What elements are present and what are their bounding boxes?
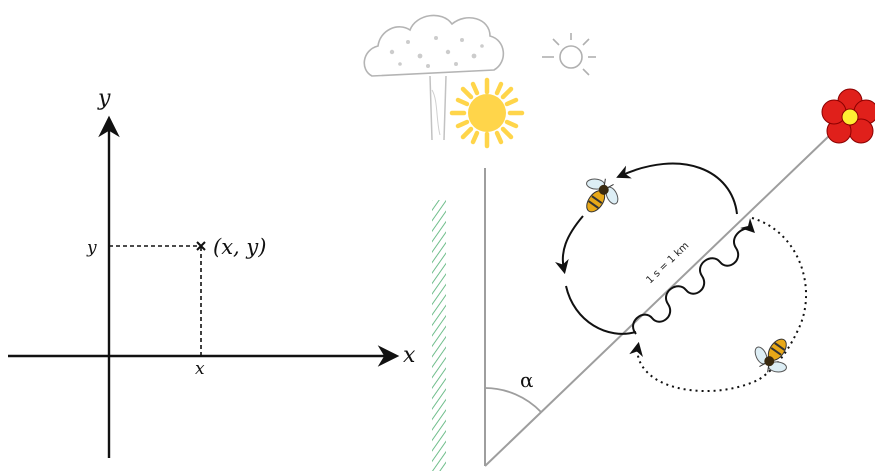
x-axis-label: x xyxy=(403,343,416,368)
return-loop-right xyxy=(629,217,807,393)
waggle-run xyxy=(632,218,755,335)
y-axis-label: y xyxy=(97,86,111,111)
coordinate-plane: x y (x, y) y x xyxy=(8,86,416,458)
angle-arc xyxy=(484,387,542,413)
x-tick-label: x xyxy=(195,359,205,379)
return-loop-left xyxy=(616,162,738,215)
sun-icon xyxy=(449,77,525,149)
waggle-label: 1 s = 1 km xyxy=(644,240,691,286)
flower-icon xyxy=(821,88,875,144)
bee-icon xyxy=(586,178,619,213)
return-loop-left-bottom xyxy=(565,285,637,335)
bee-dance-diagram: α xyxy=(449,77,875,467)
point-label: (x, y) xyxy=(213,235,266,259)
sun-outline-icon xyxy=(542,33,596,76)
return-loop-left-lower xyxy=(555,215,584,275)
point-marker xyxy=(196,241,206,251)
angle-label: α xyxy=(520,368,534,392)
hatched-strip xyxy=(432,200,446,471)
tree-icon xyxy=(363,14,505,141)
flower-direction-line xyxy=(484,134,831,467)
y-tick-label: y xyxy=(86,238,97,258)
bee-icon xyxy=(754,338,787,373)
